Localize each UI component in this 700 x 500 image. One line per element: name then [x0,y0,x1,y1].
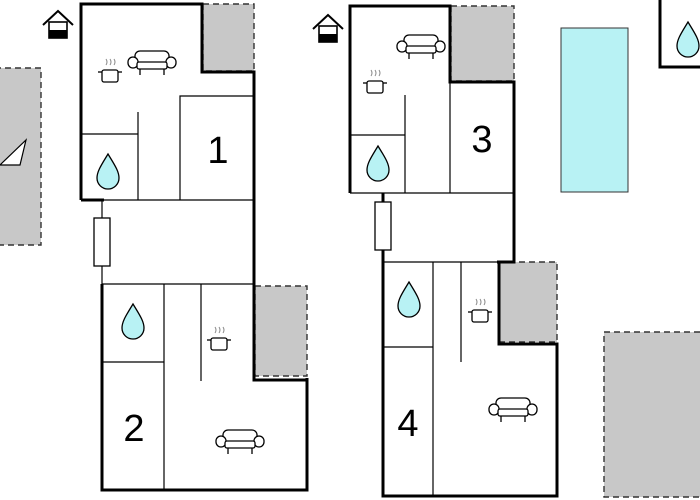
apartment-number: 3 [471,119,492,161]
apartment-number: 2 [123,408,144,450]
apartment-number: 1 [207,130,228,172]
water-drop-icon [121,303,145,340]
interior-wall [179,95,254,200]
water-drop-icon [397,281,421,318]
house-icon [42,10,74,39]
cooking-pot-icon [362,69,388,94]
door-icon [374,201,392,251]
cooking-pot-icon [97,58,123,83]
apartment-wall [79,2,307,382]
terrace [603,331,700,498]
cooking-pot-icon [467,298,493,323]
apartment-wall [100,284,309,492]
terrace [450,5,515,82]
cooking-pot-icon [206,326,232,351]
water-drop-icon [366,145,390,182]
apartment-wall [381,193,559,498]
building-right: 3 4 [312,0,700,498]
sofa-icon [396,34,446,60]
terrace [498,261,558,343]
apartment-number: 4 [397,403,418,445]
terrace [254,285,308,377]
sofa-icon [215,429,265,455]
water-drop-icon [96,153,120,190]
sofa-icon [127,50,177,76]
swimming-pool [560,27,629,193]
door-icon [93,217,111,267]
terrace-marker-icon [0,138,28,166]
sofa-icon [488,397,538,423]
terrace [202,3,255,72]
building-left: 1 2 [0,2,309,492]
house-icon [312,14,344,43]
